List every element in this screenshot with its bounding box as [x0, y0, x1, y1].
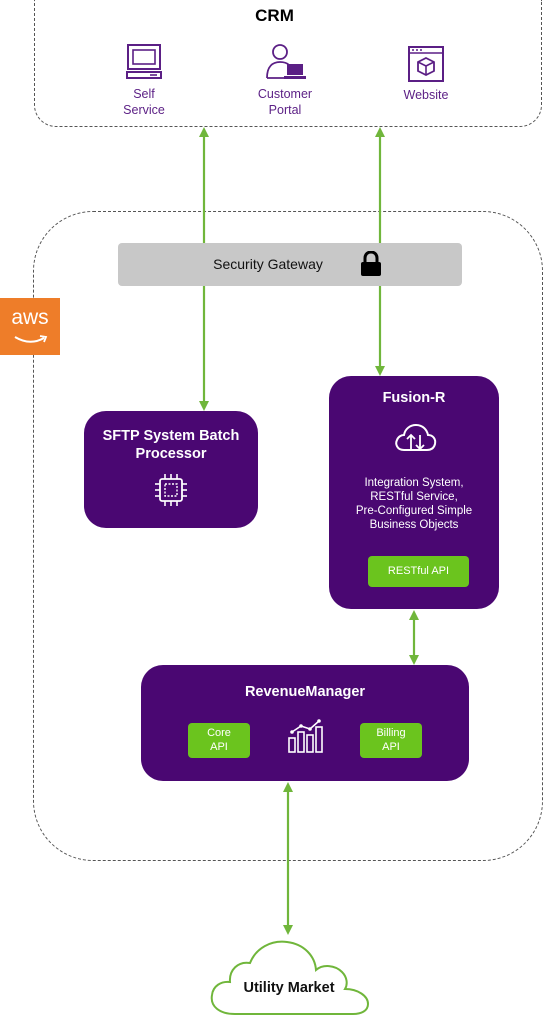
bar-chart-trend-icon: [288, 719, 323, 753]
revenue-title: RevenueManager: [244, 684, 366, 700]
fusion-description: Integration System, RESTful Service, Pre…: [329, 476, 499, 532]
sftp-title-line2: Processor: [135, 446, 207, 462]
crm-item-website[interactable]: Website: [371, 45, 481, 103]
browser-cube-icon: [408, 46, 444, 82]
restful-api-label: RESTful API: [387, 565, 450, 577]
lock-icon: [361, 251, 381, 276]
crm-item-self-service[interactable]: Self Service: [89, 42, 199, 118]
aws-logo: aws: [0, 298, 60, 355]
cloud-transfer-icon: [395, 423, 437, 451]
billing-api-label: Billing: [376, 727, 406, 739]
fusion-description-line: RESTful Service,: [370, 491, 458, 503]
fusion-description-line: Business Objects: [369, 519, 459, 531]
security-gateway-label: Security Gateway: [213, 256, 323, 272]
utility-market-cloud-icon: [210, 940, 370, 1015]
restful-api-button[interactable]: RESTful API: [368, 556, 469, 587]
crm-container: [34, 0, 542, 127]
crm-item-label: Portal: [268, 103, 302, 117]
core-api-button[interactable]: Core API: [188, 723, 250, 758]
core-api-label: API: [210, 741, 228, 753]
billing-api-label: API: [382, 741, 400, 753]
crm-item-label: Self: [133, 87, 155, 101]
crm-item-label: Customer: [257, 87, 313, 101]
crm-item-label: Service: [123, 103, 165, 117]
fusion-title: Fusion-R: [382, 390, 446, 406]
sftp-title-line1: SFTP System Batch: [102, 428, 240, 444]
crm-item-customer-portal[interactable]: Customer Portal: [230, 42, 340, 118]
sftp-batch-processor: SFTP System Batch Processor: [84, 411, 258, 528]
fusion-description-line: Pre-Configured Simple: [355, 505, 473, 517]
revenue-manager: RevenueManager Core API Billing API: [141, 665, 469, 781]
chip-icon: [155, 474, 187, 506]
security-gateway: Security Gateway: [118, 243, 462, 286]
core-api-label: Core: [207, 727, 231, 739]
user-computer-icon: [266, 44, 306, 79]
fusion-description-line: Integration System,: [364, 477, 464, 489]
utility-market-label: Utility Market: [243, 980, 335, 996]
crm-item-label: Website: [403, 88, 449, 102]
fusion-r: Fusion-R Integration System, RESTful Ser…: [329, 376, 499, 609]
aws-logo-text: aws: [11, 306, 49, 329]
aws-smile-icon: [14, 335, 48, 343]
crm-title: CRM: [255, 6, 294, 25]
billing-api-button[interactable]: Billing API: [360, 723, 422, 758]
monitor-icon: [126, 44, 162, 79]
